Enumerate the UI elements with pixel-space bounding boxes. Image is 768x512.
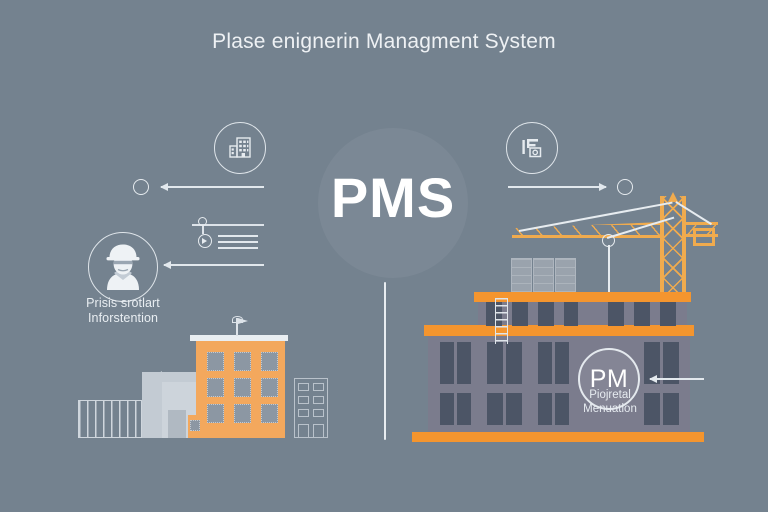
orange-window bbox=[234, 352, 251, 371]
orange-building-roof bbox=[190, 335, 288, 341]
outline-window bbox=[298, 409, 309, 417]
hub-label: PMS bbox=[330, 166, 456, 229]
orange-window bbox=[234, 404, 251, 423]
arrow-to-right-node bbox=[508, 182, 607, 191]
pm-badge[interactable]: PM bbox=[578, 348, 640, 410]
construction-window bbox=[564, 302, 578, 326]
construction-window bbox=[538, 393, 552, 425]
construction-window bbox=[663, 342, 679, 384]
construction-equipment-icon bbox=[506, 122, 558, 174]
crane-apex bbox=[667, 192, 679, 202]
construction-window bbox=[555, 342, 569, 384]
worker-caption-line-1: Prisis srotlart bbox=[86, 296, 160, 310]
gray-building-door bbox=[168, 410, 186, 438]
stacked-container bbox=[511, 258, 532, 300]
list-line bbox=[218, 247, 258, 250]
construction-window bbox=[487, 342, 503, 384]
hard-hat-worker-icon bbox=[88, 232, 158, 302]
antenna-flag-icon bbox=[238, 318, 248, 324]
vertical-divider bbox=[384, 282, 386, 440]
construction-window bbox=[538, 342, 552, 384]
outline-building bbox=[294, 378, 328, 438]
main-floor-slab bbox=[424, 325, 694, 336]
construction-window bbox=[660, 302, 676, 326]
construction-window bbox=[644, 393, 660, 425]
stacked-container bbox=[555, 258, 576, 300]
settings-slider-stem bbox=[202, 226, 204, 234]
worker-caption-line-2: Inforstention bbox=[87, 311, 159, 325]
orange-window bbox=[207, 404, 224, 423]
orange-window bbox=[261, 404, 278, 423]
orange-window bbox=[261, 352, 278, 371]
construction-window bbox=[634, 302, 650, 326]
site-fence bbox=[78, 400, 142, 438]
construction-window bbox=[506, 393, 522, 425]
left-node-marker bbox=[133, 179, 149, 195]
annex-window bbox=[190, 420, 200, 431]
construction-window bbox=[608, 302, 624, 326]
upper-floor-slab bbox=[474, 292, 691, 302]
outline-window bbox=[313, 396, 324, 404]
crane-operator-cab bbox=[693, 228, 715, 246]
stacked-container bbox=[533, 258, 554, 300]
outline-window bbox=[313, 409, 324, 417]
construction-window bbox=[457, 393, 471, 425]
page-title: Plase enignerin Managment System bbox=[212, 30, 556, 53]
crane-jib bbox=[512, 222, 664, 238]
ladder-icon bbox=[495, 298, 508, 344]
outline-door bbox=[313, 424, 324, 438]
arrow-to-pm-badge bbox=[649, 374, 704, 383]
crane-hook-line bbox=[608, 245, 610, 307]
outline-window bbox=[313, 383, 324, 391]
construction-window bbox=[555, 393, 569, 425]
office-building-icon bbox=[214, 122, 266, 174]
pm-caption-line-1: Piojretal bbox=[589, 389, 631, 401]
arrow-to-left-node bbox=[160, 182, 264, 191]
orange-window bbox=[234, 378, 251, 397]
list-line bbox=[218, 241, 258, 244]
outline-window bbox=[298, 383, 309, 391]
construction-window bbox=[487, 393, 503, 425]
construction-window bbox=[440, 342, 454, 384]
orange-window bbox=[261, 378, 278, 397]
list-line bbox=[218, 235, 258, 238]
construction-window bbox=[538, 302, 554, 326]
pm-caption: Piojretal Menuatlon bbox=[556, 388, 664, 416]
antenna-pole bbox=[236, 318, 238, 336]
arrow-to-worker bbox=[163, 260, 264, 269]
play-list-icon bbox=[198, 234, 212, 248]
orange-window bbox=[207, 378, 224, 397]
orange-window bbox=[207, 352, 224, 371]
right-node-marker bbox=[617, 179, 633, 195]
outline-door bbox=[298, 424, 309, 438]
outline-window bbox=[298, 396, 309, 404]
construction-window bbox=[457, 342, 471, 384]
construction-window bbox=[644, 342, 660, 384]
hub-background-circle bbox=[318, 128, 468, 278]
construction-window bbox=[440, 393, 454, 425]
ground-slab bbox=[412, 432, 704, 442]
worker-caption: Prisis srotlart Inforstention bbox=[62, 296, 184, 326]
settings-slider-knob[interactable] bbox=[198, 217, 207, 226]
construction-window bbox=[506, 342, 522, 384]
construction-window bbox=[663, 393, 679, 425]
construction-window bbox=[512, 302, 528, 326]
pm-caption-line-2: Menuatlon bbox=[583, 403, 637, 415]
settings-slider-track[interactable] bbox=[192, 224, 264, 226]
